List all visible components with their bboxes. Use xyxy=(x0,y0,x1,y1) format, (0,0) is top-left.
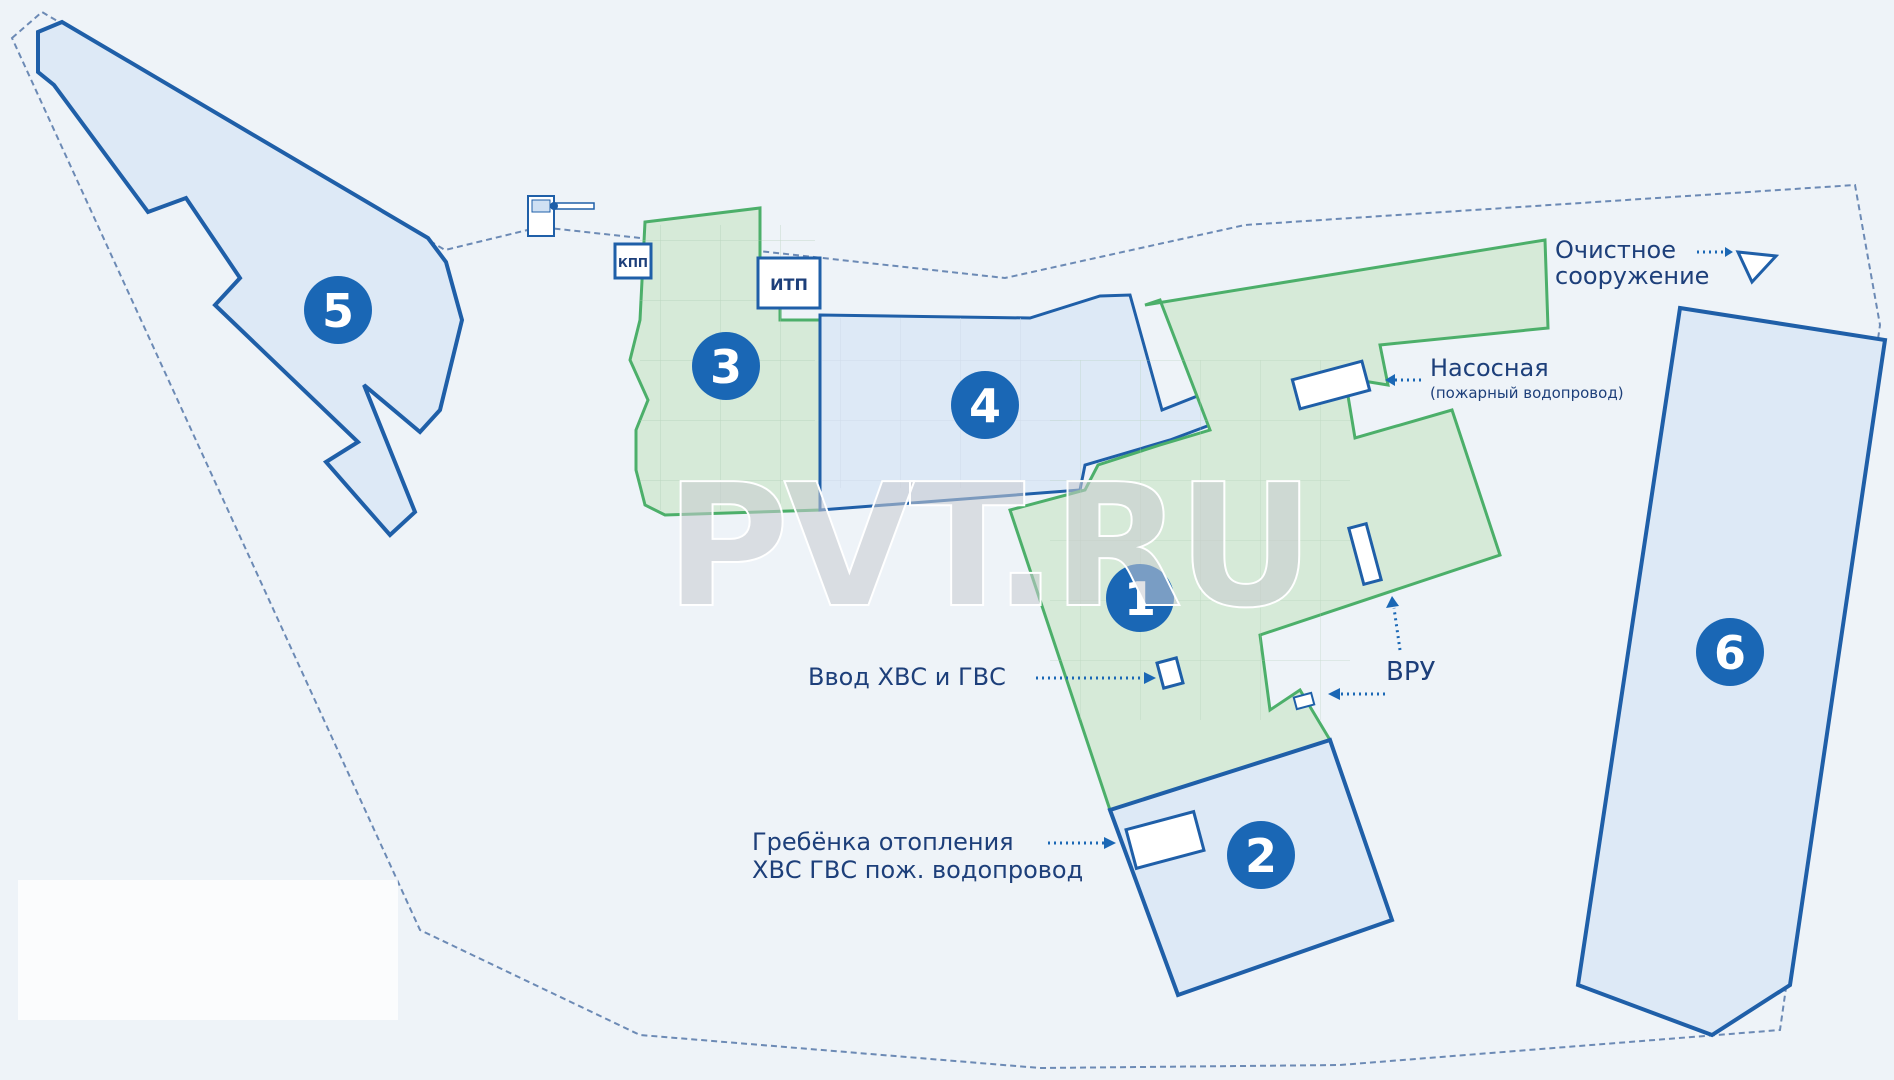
manifold-label-line1: Гребёнка отопления xyxy=(752,828,1014,856)
building-2-badge[interactable]: 2 xyxy=(1227,821,1295,889)
building-6-badge[interactable]: 6 xyxy=(1696,618,1764,686)
building-5-badge[interactable]: 5 xyxy=(304,276,372,344)
building-6-number: 6 xyxy=(1714,626,1746,680)
building-4-badge[interactable]: 4 xyxy=(951,371,1019,439)
arrow-right-icon xyxy=(1725,247,1733,257)
building-1-badge[interactable]: 1 xyxy=(1106,564,1174,632)
building-2-number: 2 xyxy=(1245,829,1277,883)
arrow-right-icon xyxy=(1104,837,1116,849)
redacted-logo-area xyxy=(18,880,398,1020)
building-4-number: 4 xyxy=(969,379,1001,433)
kpp-box[interactable] xyxy=(613,242,653,280)
arrow-up-icon xyxy=(1386,596,1399,608)
manifold-room-box xyxy=(1124,809,1206,871)
arrow-left-icon xyxy=(1328,688,1340,700)
building-5-number: 5 xyxy=(322,284,354,338)
treatment-label-line2: сооружение xyxy=(1555,262,1709,290)
arrow-right-icon xyxy=(1144,672,1156,684)
building-3-badge[interactable]: 3 xyxy=(692,332,760,400)
arrow-left-icon xyxy=(1385,374,1395,386)
building-4-grid xyxy=(822,318,1072,488)
vru-box[interactable] xyxy=(1346,521,1384,587)
building-1-grid xyxy=(1050,360,1350,720)
triangle-marker-icon xyxy=(1735,250,1780,285)
manifold-label-line2: ХВС ГВС пож. водопровод xyxy=(752,856,1083,884)
building-1-number: 1 xyxy=(1124,572,1156,626)
itp-box[interactable] xyxy=(756,256,822,310)
pump-label: Насосная xyxy=(1430,354,1549,382)
water-input-box[interactable] xyxy=(1155,656,1185,690)
vru-panel-box[interactable] xyxy=(1292,691,1316,711)
pump-sublabel: (пожарный водопровод) xyxy=(1430,384,1624,402)
barrier-gate-icon xyxy=(527,195,595,237)
building-3-number: 3 xyxy=(710,340,742,394)
site-boundary xyxy=(10,10,1882,1070)
building-5-outline[interactable] xyxy=(36,19,465,538)
pump-station-box[interactable] xyxy=(1290,359,1372,411)
itp-label: ИТП xyxy=(770,275,808,294)
watermark: PVT.RU xyxy=(665,448,1309,646)
kpp-label: КПП xyxy=(618,256,648,270)
water-input-label: Ввод ХВС и ГВС xyxy=(808,663,1006,691)
vru-label: ВРУ xyxy=(1386,657,1436,687)
vru-dotted-line-up xyxy=(1392,607,1402,651)
treatment-label-line1: Очистное xyxy=(1555,236,1676,264)
